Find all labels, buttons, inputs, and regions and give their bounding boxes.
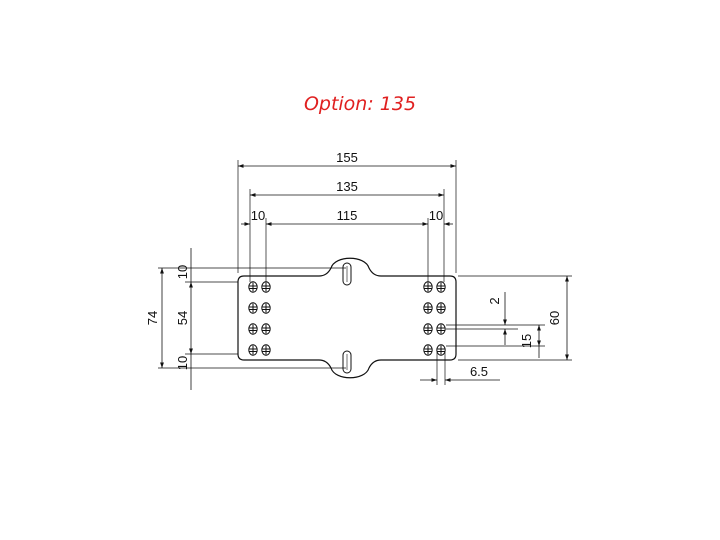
dim-left-offset: 10 xyxy=(241,208,265,226)
dim-inner-span-label: 115 xyxy=(337,208,358,223)
dim-overall-height: 74 xyxy=(145,268,164,368)
dim-bottom-offset-label: 10 xyxy=(175,356,190,370)
mounting-hole xyxy=(248,323,258,335)
dim-slot-gap: 2 xyxy=(487,292,507,345)
dim-hole-diameter: 6.5 xyxy=(420,364,500,382)
extension-lines-top xyxy=(237,160,457,282)
mounting-hole xyxy=(248,281,258,293)
mounting-hole xyxy=(436,344,446,356)
mounting-hole xyxy=(248,302,258,314)
dim-overall-width-label: 155 xyxy=(336,150,358,165)
dim-hole-pitch-label: 15 xyxy=(519,334,534,348)
mounting-hole xyxy=(261,302,271,314)
dim-inner-span: 115 xyxy=(266,208,428,226)
dim-overall-width: 155 xyxy=(238,150,456,168)
mounting-holes xyxy=(248,281,446,356)
dim-hole-span-label: 135 xyxy=(336,179,358,194)
center-slot-bottom xyxy=(342,350,352,374)
dim-overall-height-label: 74 xyxy=(145,311,160,325)
mounting-hole xyxy=(423,281,433,293)
dim-hole-span: 135 xyxy=(250,179,444,197)
dim-bottom-offset: 10 xyxy=(175,354,192,390)
dim-top-offset-label: 10 xyxy=(175,265,190,279)
option-title: Option: 135 xyxy=(303,93,417,115)
center-slot-top xyxy=(342,262,352,286)
dim-hole-pitch: 15 xyxy=(519,325,541,358)
dim-hole-diameter-label: 6.5 xyxy=(470,364,488,379)
dim-side-height-label: 60 xyxy=(547,311,562,325)
extension-lines-left xyxy=(158,267,346,369)
mounting-hole xyxy=(423,323,433,335)
extension-lines-bottom xyxy=(436,352,446,385)
dim-left-offset-label: 10 xyxy=(251,208,265,223)
mounting-hole xyxy=(261,323,271,335)
dim-right-offset-label: 10 xyxy=(429,208,443,223)
extension-lines-right xyxy=(446,275,572,361)
dim-body-height-label: 54 xyxy=(175,311,190,325)
dim-side-height: 60 xyxy=(547,276,569,360)
mounting-hole xyxy=(261,281,271,293)
mounting-hole xyxy=(261,344,271,356)
dim-slot-gap-label: 2 xyxy=(487,297,502,304)
dim-body-height: 54 xyxy=(175,282,193,354)
mounting-hole xyxy=(248,344,258,356)
dim-right-offset: 10 xyxy=(429,208,453,226)
mounting-hole xyxy=(436,323,446,335)
mounting-hole xyxy=(436,281,446,293)
mounting-hole xyxy=(436,302,446,314)
mounting-hole xyxy=(423,302,433,314)
dim-top-offset: 10 xyxy=(175,248,192,282)
mounting-hole xyxy=(423,344,433,356)
plate-outline xyxy=(237,257,457,379)
